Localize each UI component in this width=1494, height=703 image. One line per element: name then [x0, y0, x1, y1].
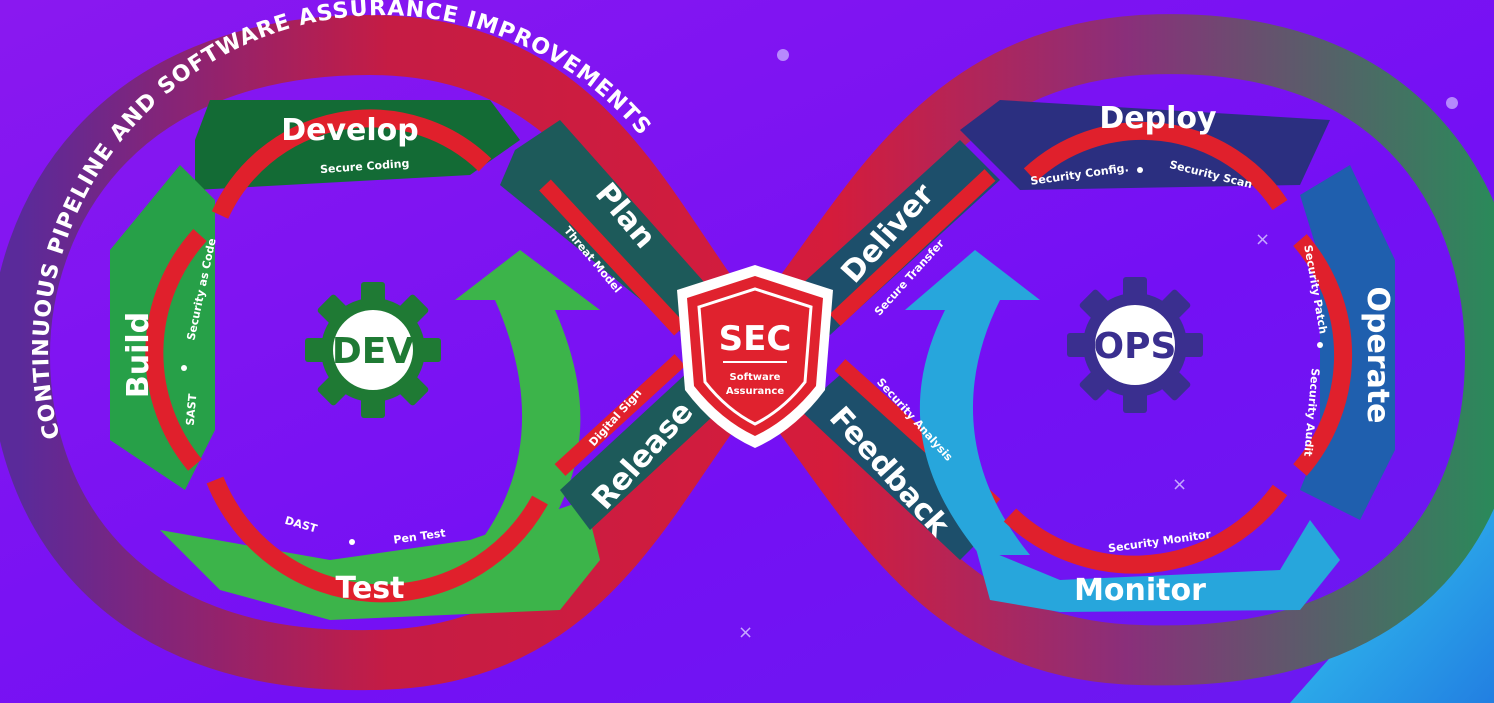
stage-monitor: Monitor [1074, 573, 1206, 608]
practice-separator-dot [1137, 167, 1143, 173]
ops-gear-label: OPS [1094, 326, 1177, 367]
practice-ring-top [1023, 121, 1288, 210]
plan-segment [500, 120, 720, 340]
release-segment [560, 370, 725, 530]
practice-secure-coding: Secure Coding [320, 157, 410, 176]
practice-separator-dot [181, 365, 187, 371]
sec-sub-assurance: Assurance [726, 386, 784, 397]
sparkle-cross: × [738, 622, 753, 643]
center-diagonals [500, 120, 1001, 560]
ops-loop [905, 100, 1395, 612]
practice-ring-left [145, 228, 207, 471]
ops-return-arrow [905, 250, 1040, 555]
dev-gear: DEV [305, 282, 441, 418]
sparkle-cross: × [1172, 474, 1187, 495]
sec-shield-badge: SEC Software Assurance [677, 265, 833, 448]
stage-test: Test [335, 571, 404, 606]
practice-ring-right [1293, 234, 1353, 476]
stage-operate: Operate [1360, 286, 1395, 423]
digital-sign-band [554, 354, 686, 476]
develop-segment [195, 100, 520, 190]
monitor-segment [975, 520, 1340, 612]
practice-ring-bottom [206, 476, 548, 603]
ops-gear: OPS [1067, 277, 1203, 413]
sparkle-cross: × [1255, 229, 1270, 250]
stage-deploy: Deploy [1099, 101, 1217, 136]
feedback-segment [800, 375, 1000, 560]
sec-sub-software: Software [730, 372, 781, 383]
dev-gear-label: DEV [332, 331, 414, 372]
test-segment [160, 500, 600, 620]
threat-model-band [539, 179, 686, 336]
deliver-segment [790, 140, 1000, 335]
sparkle-dot [777, 49, 789, 61]
practice-sast: SAST [184, 393, 200, 426]
sparkle-dot [1446, 97, 1458, 109]
practice-ring-top [211, 109, 492, 219]
stage-build: Build [121, 312, 156, 398]
stage-develop: Develop [281, 113, 419, 148]
practice-separator-dot [349, 539, 355, 545]
dev-return-arrow [455, 250, 600, 555]
practice-ring-bottom [1003, 484, 1288, 574]
sec-label: SEC [719, 319, 792, 359]
dev-loop [110, 100, 600, 620]
practice-separator-dot [1317, 342, 1323, 348]
secure-transfer-band [829, 169, 996, 326]
